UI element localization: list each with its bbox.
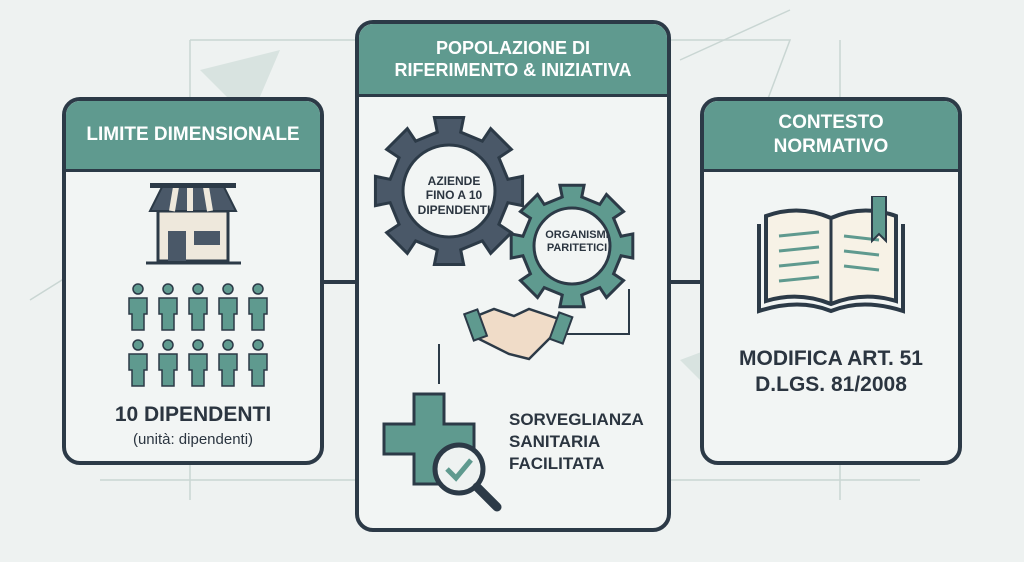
- medical-cross-magnifier-icon: [382, 392, 502, 512]
- person-icon: [188, 339, 208, 387]
- person-icon: [218, 339, 238, 387]
- person-icon: [218, 283, 238, 331]
- handshake-icon: [462, 307, 574, 361]
- people-grid: [128, 283, 268, 387]
- employee-limit-value: 10 DIPENDENTI: [114, 403, 272, 426]
- panel-title: CONTESTO NORMATIVO: [704, 101, 958, 172]
- gear-dark-icon: [373, 115, 525, 267]
- person-icon: [158, 339, 178, 387]
- person-icon: [248, 339, 268, 387]
- person-icon: [188, 283, 208, 331]
- person-icon: [248, 283, 268, 331]
- unit-label: (unità: dipendenti): [132, 431, 254, 448]
- gear-teal-label: ORGANISMI PARITETICI: [545, 229, 609, 255]
- panel-title: POPOLAZIONE DI RIFERIMENTO & INIZIATIVA: [359, 24, 667, 97]
- person-icon: [128, 339, 148, 387]
- shop-icon: [146, 183, 241, 265]
- normative-text: MODIFICA ART. 51 D.LGS. 81/2008: [739, 347, 923, 397]
- panel-title: LIMITE DIMENSIONALE: [66, 101, 320, 172]
- person-icon: [158, 283, 178, 331]
- popolazione-panel: POPOLAZIONE DI RIFERIMENTO & INIZIATIVA …: [355, 20, 671, 532]
- open-book-icon: [757, 196, 905, 314]
- gear-dark-label: AZIENDE FINO A 10 DIPENDENTI: [417, 174, 491, 217]
- limite-dimensionale-panel: LIMITE DIMENSIONALE 10 DIPENDENTI (unità…: [62, 97, 324, 465]
- health-label: SORVEGLIANZA SANITARIA FACILITATA: [509, 410, 644, 474]
- gear-teal-icon: [509, 183, 635, 309]
- person-icon: [128, 283, 148, 331]
- middle-graphics: [373, 115, 635, 512]
- contesto-normativo-panel: CONTESTO NORMATIVO MODIFICA ART. 51 D.LG…: [700, 97, 962, 465]
